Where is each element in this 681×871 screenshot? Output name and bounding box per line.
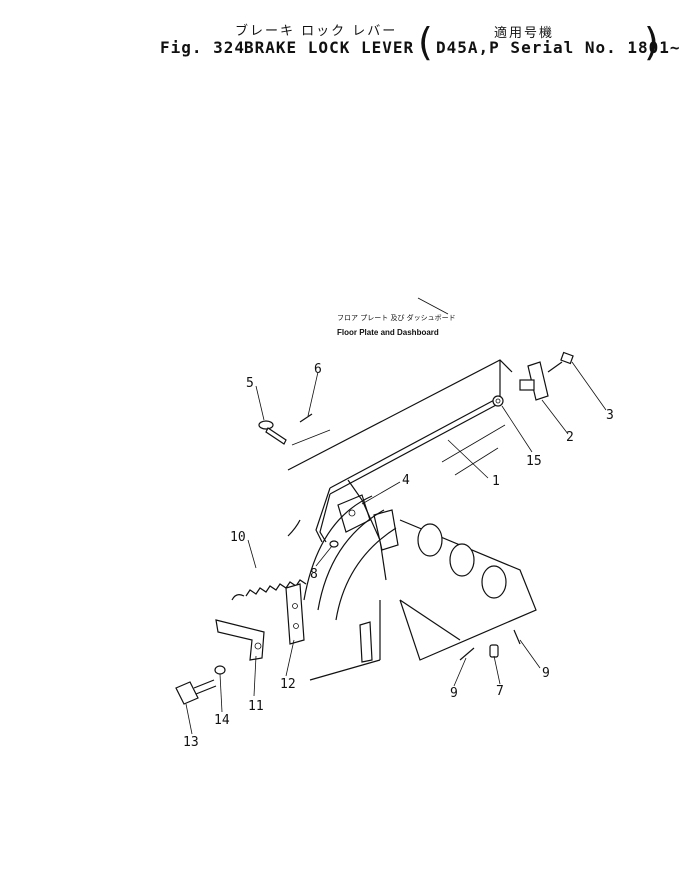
leader-lines — [185, 361, 607, 735]
part-1-rod — [315, 397, 499, 543]
part-2-bracket — [519, 361, 549, 401]
serial-japanese: 適用号機 — [494, 26, 555, 41]
pedal-frame — [303, 495, 537, 681]
part-12-plate — [285, 583, 305, 645]
callout-1: 1 — [492, 474, 500, 489]
note-english: Floor Plate and Dashboard — [337, 328, 439, 337]
callout-10: 10 — [230, 530, 246, 545]
callout-13: 13 — [183, 735, 199, 750]
figure-label: Fig. 324 — [160, 38, 246, 57]
callout-15: 15 — [526, 454, 542, 469]
part-7-pin — [489, 644, 499, 658]
callout-5: 5 — [246, 376, 254, 391]
callout-3: 3 — [606, 408, 614, 423]
callout-9-left: 9 — [450, 686, 458, 701]
callout-2: 2 — [566, 430, 574, 445]
callout-6: 6 — [314, 362, 322, 377]
note-japanese: フロア プレート 及び ダッシュボード — [337, 313, 456, 322]
callout-11: 11 — [248, 699, 264, 714]
part-14-washer — [214, 665, 226, 675]
callout-7: 7 — [496, 684, 504, 699]
part-6-cotter-pin — [299, 413, 313, 423]
callout-4: 4 — [402, 473, 410, 488]
callout-14: 14 — [214, 713, 230, 728]
title-japanese: ブレーキ ロック レバー — [235, 24, 398, 39]
part-13-bolt — [175, 679, 217, 705]
callout-12: 12 — [280, 677, 296, 692]
part-11-bracket — [215, 619, 265, 661]
part-5-pin — [258, 420, 287, 445]
part-9-cotter-pin-left — [459, 647, 475, 661]
open-paren: ( — [418, 20, 433, 64]
serial-english: D45A,P Serial No. 1801~ — [436, 38, 681, 57]
callout-9-right: 9 — [542, 666, 550, 681]
part-3-bolt — [547, 351, 574, 373]
title-english: BRAKE LOCK LEVER — [244, 38, 415, 57]
note-leader — [417, 297, 449, 315]
close-paren: ) — [644, 20, 659, 64]
part-9-cotter-pin-right — [513, 629, 521, 645]
part-15-nut — [492, 395, 504, 407]
dashboard-panel — [287, 359, 513, 476]
brake-lock-lever-diagram: フロア プレート 及び ダッシュボード Floor Plate and Dash… — [175, 297, 614, 750]
part-8-washer — [329, 540, 339, 548]
callout-8: 8 — [310, 567, 318, 582]
part-4-lever — [337, 479, 399, 581]
